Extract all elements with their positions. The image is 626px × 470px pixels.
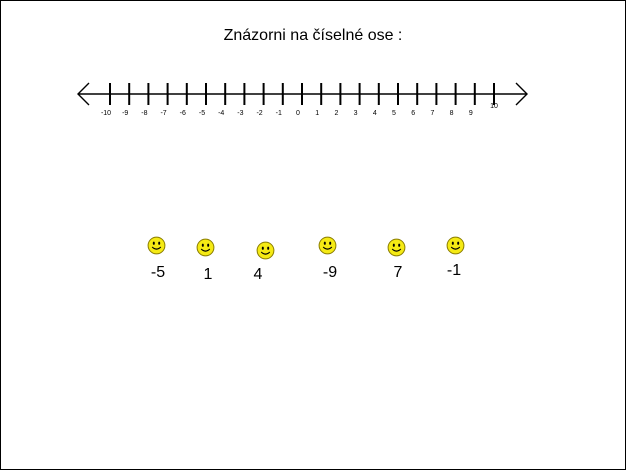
smiley-face-icon bbox=[387, 238, 406, 257]
tick-label: -8 bbox=[141, 110, 147, 117]
smiley-face-icon bbox=[147, 236, 166, 255]
tick-label: 5 bbox=[392, 110, 396, 117]
slide-title: Znázorni na číselné ose : bbox=[223, 27, 403, 44]
left-arrow-icon bbox=[77, 82, 90, 106]
number-label: -9 bbox=[322, 264, 338, 281]
tick-label: 10 bbox=[490, 103, 498, 110]
smiley-face-icon bbox=[446, 236, 465, 255]
tick-label: 1 bbox=[315, 110, 319, 117]
number-label: -1 bbox=[446, 262, 462, 279]
tick-label: -9 bbox=[122, 110, 128, 117]
tick-label: -10 bbox=[101, 110, 111, 117]
tick-label: 4 bbox=[373, 110, 377, 117]
tick-label: -5 bbox=[199, 110, 205, 117]
smiley-face-icon bbox=[256, 241, 275, 260]
tick-label: 3 bbox=[354, 110, 358, 117]
tick-label: -4 bbox=[218, 110, 224, 117]
number-label: 7 bbox=[393, 264, 403, 281]
number-label: 1 bbox=[203, 266, 213, 283]
tick-label: -1 bbox=[276, 110, 282, 117]
tick-label: -3 bbox=[237, 110, 243, 117]
right-arrow-icon bbox=[515, 82, 528, 106]
tick-label: 0 bbox=[296, 110, 300, 117]
tick-label: -2 bbox=[256, 110, 262, 117]
tick-label: 2 bbox=[334, 110, 338, 117]
number-label: -5 bbox=[150, 264, 166, 281]
tick-label: 9 bbox=[469, 110, 473, 117]
tick-label: 8 bbox=[450, 110, 454, 117]
smiley-face-icon bbox=[318, 236, 337, 255]
tick-label: -7 bbox=[160, 110, 166, 117]
tick-label: 7 bbox=[430, 110, 434, 117]
tick-label: -6 bbox=[180, 110, 186, 117]
number-label: 4 bbox=[253, 266, 263, 283]
smiley-face-icon bbox=[196, 238, 215, 257]
tick-label: 6 bbox=[411, 110, 415, 117]
